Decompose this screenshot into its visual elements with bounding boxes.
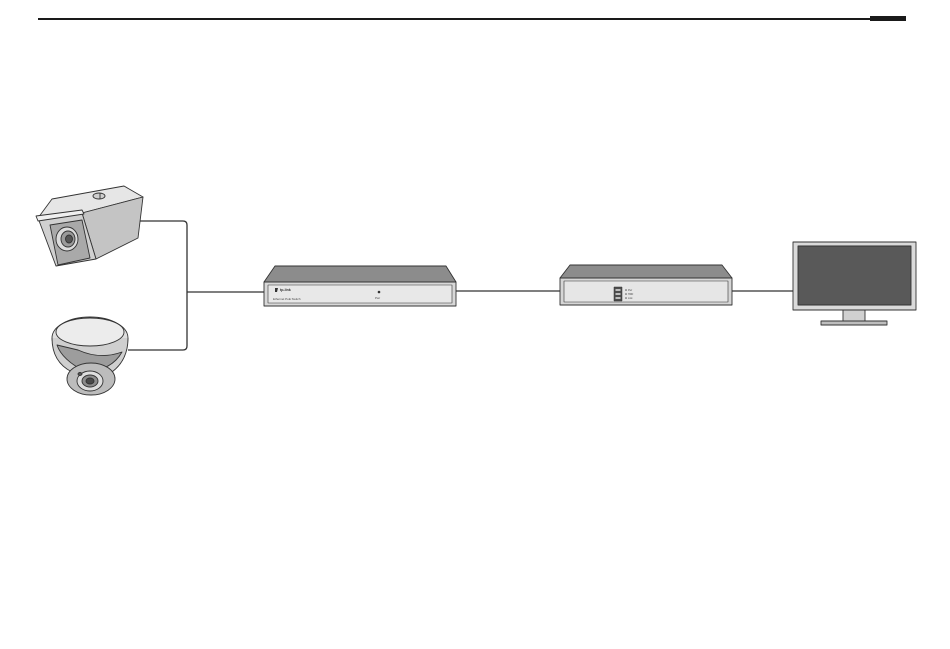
switch-model-text: Ethernet PoE Switch xyxy=(273,297,301,301)
monitor-screen xyxy=(798,246,911,305)
nvr-icon: Pwr HDD Link xyxy=(560,265,732,305)
bullet-camera-icon xyxy=(36,186,143,266)
switch-brand-text: tp-link xyxy=(280,288,291,292)
dome-camera-icon xyxy=(52,317,128,395)
cable-dome-camera xyxy=(128,292,187,350)
switch-power-text: Pwr xyxy=(375,296,380,300)
poe-switch-icon: tp-link Ethernet PoE Switch Pwr xyxy=(264,266,456,306)
nvr-status-label-2: HDD xyxy=(628,293,633,296)
monitor-icon xyxy=(793,242,916,325)
nvr-status-label-1: Pwr xyxy=(628,289,632,292)
switch-power-led-icon xyxy=(378,291,381,294)
nvr-usb-port-icon xyxy=(614,287,622,301)
cable-bullet-camera xyxy=(140,221,187,292)
